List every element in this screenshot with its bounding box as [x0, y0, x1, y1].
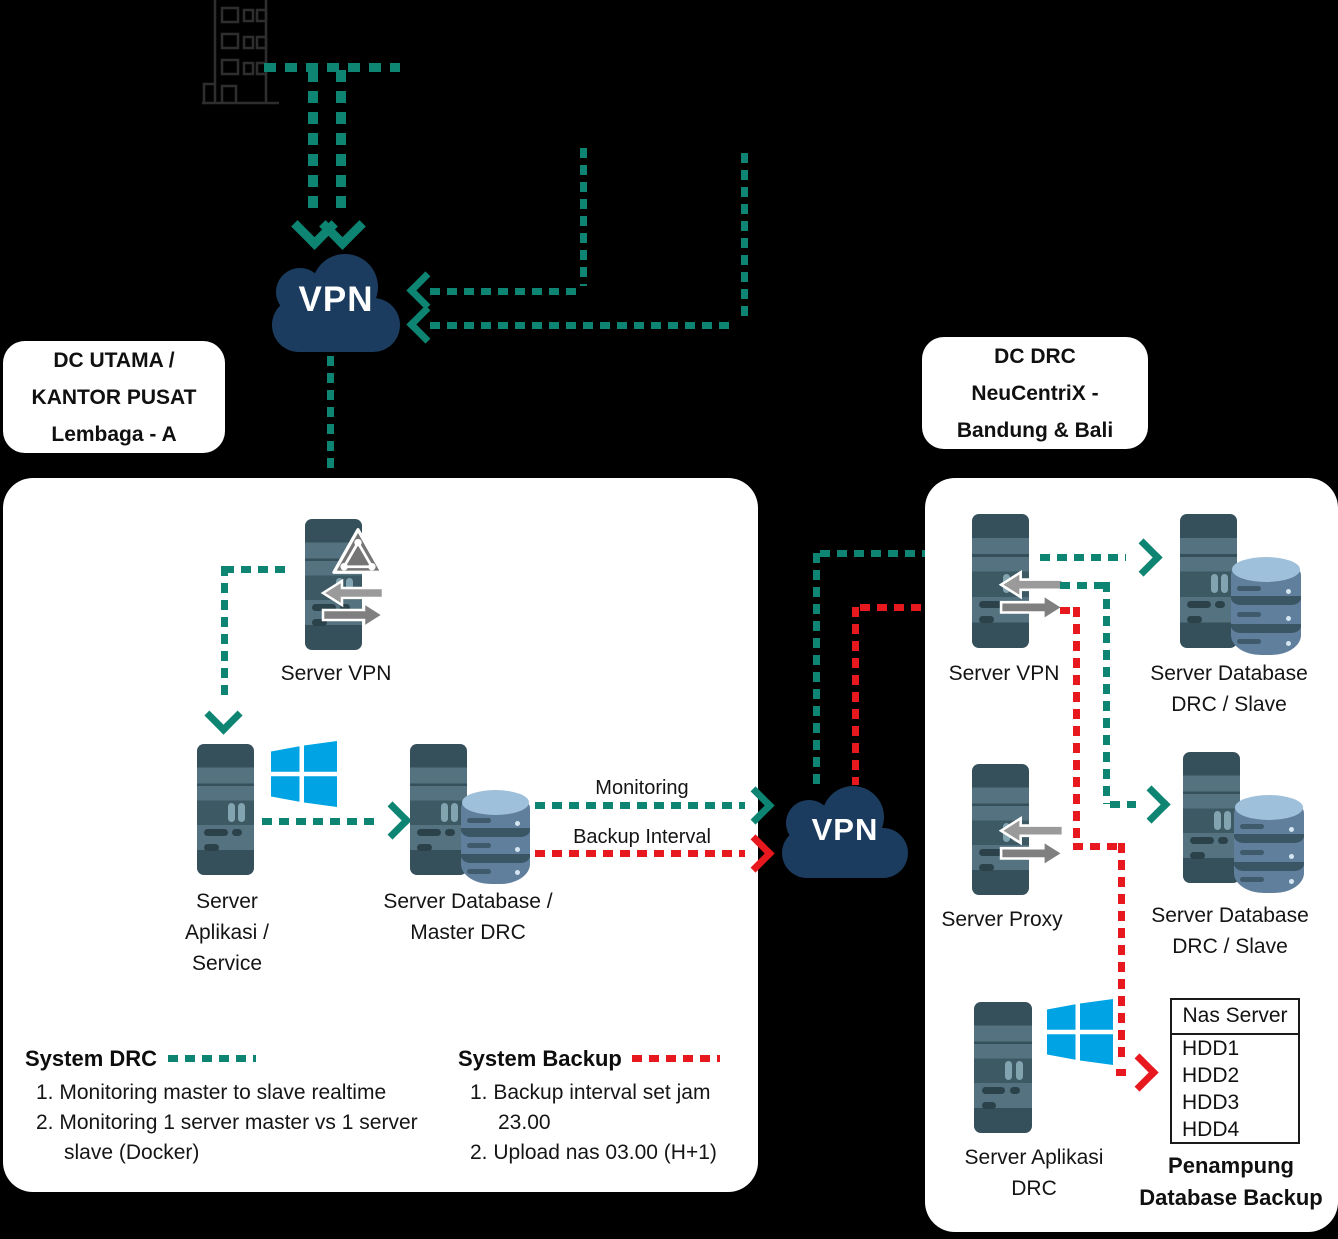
drc-to-servervpn-line — [820, 550, 932, 557]
vpn-cloud-icon: VPN — [782, 786, 908, 878]
vpn-to-dbslave2-line — [1110, 801, 1136, 808]
database-stack-icon — [461, 790, 530, 884]
label-line: Server Database — [1150, 662, 1308, 685]
return-line-1 — [430, 288, 576, 295]
vpn-to-aplikasi-line — [221, 566, 228, 702]
vpn-to-aplikasi-line — [224, 566, 292, 573]
label-line: DRC / Slave — [1171, 693, 1287, 716]
label-line: Server — [196, 890, 258, 913]
nas-hdd-item: HDD1 — [1182, 1037, 1240, 1060]
aplikasi-to-db-line — [262, 818, 380, 825]
legend-system-drc-title: System DRC — [25, 1046, 158, 1071]
legend-item: slave (Docker) — [64, 1141, 200, 1164]
nas-hdd-item: HDD2 — [1182, 1064, 1240, 1087]
caption-line: Penampung — [1168, 1153, 1294, 1178]
legend-item: 2. Monitoring 1 server master vs 1 serve… — [36, 1111, 418, 1134]
server-tower-icon — [1183, 752, 1240, 883]
building-to-vpn-line-2 — [336, 70, 346, 212]
database-stack-icon — [1231, 557, 1301, 655]
label-line: Service — [191, 952, 263, 975]
legend-item: 1. Monitoring master to slave realtime — [36, 1081, 387, 1104]
vpn-to-panel-line — [327, 356, 334, 468]
site-label-line: Lembaga - A — [51, 422, 177, 446]
label-line: DRC — [1011, 1177, 1057, 1200]
legend-item: 23.00 — [498, 1111, 551, 1134]
arrowhead-left-icon — [406, 305, 445, 344]
server-tower-icon — [974, 1002, 1032, 1133]
backup-to-nas-line — [1060, 607, 1080, 614]
windows-logo-icon — [1047, 999, 1113, 1065]
nas-caption: Penampung Database Backup — [1121, 1150, 1338, 1214]
return-line-2 — [741, 153, 748, 321]
monitoring-flow-label: Monitoring — [595, 777, 689, 799]
label-line: Server Aplikasi — [964, 1146, 1104, 1169]
server-tower-icon — [1180, 514, 1237, 648]
label-line: Aplikasi / — [184, 921, 270, 944]
backup-to-nas-line — [1118, 843, 1125, 1063]
database-stack-icon — [1234, 795, 1304, 893]
building-icon — [202, 0, 279, 105]
server-aplikasi-label: Server Aplikasi / Service — [137, 886, 317, 979]
label-line: Master DRC — [410, 921, 526, 944]
server-aplikasi-drc-label: Server Aplikasi DRC — [944, 1142, 1124, 1204]
vpn-cloud-label: VPN — [298, 280, 374, 319]
server-database-slave-top-label: Server Database DRC / Slave — [1109, 658, 1338, 720]
caption-line: Database Backup — [1139, 1185, 1323, 1210]
nas-hdd-item: HDD3 — [1182, 1091, 1240, 1114]
legend-drc-line-sample — [168, 1055, 256, 1062]
legend-system-backup-title: System Backup — [458, 1046, 622, 1071]
legend-item: 1. Backup interval set jam — [470, 1081, 711, 1104]
monitoring-line — [535, 802, 745, 809]
server-tower-icon — [410, 744, 467, 875]
nas-server-box: Nas Server HDD1 HDD2 HDD3 HDD4 — [1170, 998, 1300, 1144]
server-database-slave-mid-label: Server Database DRC / Slave — [1110, 900, 1338, 962]
legend-item: 2. Upload nas 03.00 (H+1) — [470, 1141, 717, 1164]
vpn-network-triangle-icon — [332, 528, 384, 574]
backup-to-nas-line — [1116, 1069, 1130, 1076]
vpn-to-dbslave2-line — [1060, 582, 1110, 589]
legend-backup-line-sample — [632, 1055, 720, 1062]
backup-interval-flow-label: Backup Interval — [573, 826, 711, 848]
backup-to-nas-line — [1073, 607, 1080, 847]
windows-logo-icon — [271, 741, 337, 807]
site-label-line: NeuCentriX - — [971, 381, 1099, 405]
drc-riser-line — [813, 553, 820, 785]
vpn-to-dbslave-line — [1040, 554, 1126, 561]
backup-interval-line — [535, 850, 745, 857]
vpn-cloud-icon: VPN — [272, 254, 400, 352]
label-line: Server Database / — [383, 890, 553, 913]
site-label-line: KANTOR PUSAT — [31, 385, 197, 409]
label-line: DRC / Slave — [1172, 935, 1288, 958]
site-label-line: DC UTAMA / — [53, 348, 175, 372]
nas-hdd-item: HDD4 — [1182, 1118, 1240, 1141]
server-proxy-label: Server Proxy — [941, 908, 1063, 931]
building-link-line — [264, 63, 400, 72]
backup-to-nas-line — [1073, 843, 1125, 850]
site-label-dc-utama: DC UTAMA / KANTOR PUSAT Lembaga - A — [3, 341, 225, 453]
nas-server-title: Nas Server — [1172, 1000, 1298, 1035]
transfer-arrows-icon — [320, 578, 386, 630]
transfer-arrows-icon — [998, 815, 1066, 869]
arrowhead-left-icon — [406, 271, 445, 310]
legend-system-backup-items: 1. Backup interval set jam 23.00 2. Uplo… — [470, 1078, 750, 1168]
arrowhead-down-icon — [319, 203, 366, 250]
server-database-master-label: Server Database / Master DRC — [348, 886, 588, 948]
vpn-cloud-label: VPN — [811, 812, 879, 847]
backup-to-servervpn-line — [860, 604, 934, 611]
transfer-arrows-icon — [998, 569, 1066, 623]
server-vpn-drc-label: Server VPN — [948, 662, 1060, 685]
server-tower-icon — [197, 744, 254, 875]
site-label-line: DC DRC — [994, 344, 1076, 368]
building-to-vpn-line-1 — [308, 70, 318, 212]
return-line-1 — [580, 148, 587, 286]
return-line-2 — [430, 322, 736, 329]
vpn-to-dbslave2-line — [1103, 582, 1110, 804]
label-line: Server Database — [1151, 904, 1309, 927]
site-label-line: Bandung & Bali — [956, 418, 1114, 442]
backup-riser-line — [852, 607, 859, 785]
site-label-dc-drc: DC DRC NeuCentriX - Bandung & Bali — [922, 337, 1148, 449]
legend-system-drc-items: 1. Monitoring master to slave realtime 2… — [36, 1078, 456, 1168]
server-vpn-label: Server VPN — [280, 662, 392, 685]
